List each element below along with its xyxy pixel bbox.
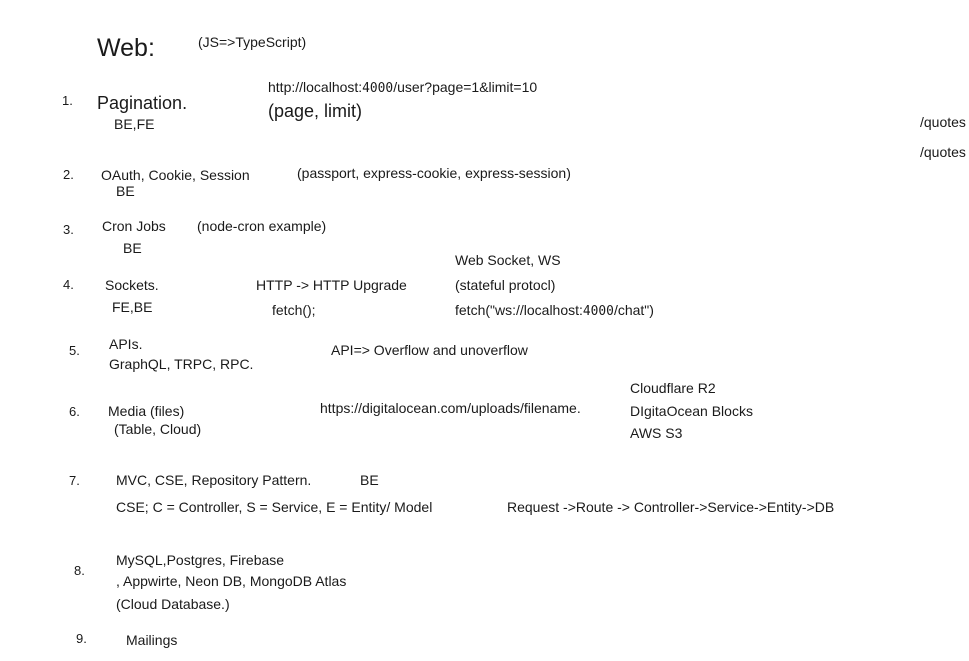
item-number: 6.	[69, 404, 80, 419]
item-tags: BE	[360, 472, 379, 488]
pagination-params: (page, limit)	[268, 101, 363, 121]
item-title-sockets: Sockets.	[105, 277, 159, 293]
fetch-note: fetch();	[272, 302, 316, 318]
item-number: 7.	[69, 473, 80, 488]
media-url: https://digitalocean.com/uploads/filenam…	[320, 400, 581, 416]
database-line: , Appwirte, Neon DB, MongoDB Atlas	[116, 573, 347, 589]
ws-note: (stateful protocl)	[455, 277, 556, 293]
ws-title: Web Socket, WS	[455, 252, 561, 268]
item-tags: BE	[123, 240, 142, 256]
item-title-apis: APIs.	[109, 336, 143, 352]
item-number: 9.	[76, 631, 87, 646]
provider-item: DIgitaOcean Blocks	[630, 403, 753, 419]
provider-item: Cloudflare R2	[630, 380, 716, 396]
side-note-quotes-1: /quotes	[920, 114, 966, 130]
item-title-mailings: Mailings	[126, 632, 178, 648]
item-title-oauth: OAuth, Cookie, Session	[101, 167, 250, 183]
item-title-pagination: Pagination.	[97, 93, 188, 113]
item-tags: FE,BE	[112, 299, 153, 315]
cse-definition: CSE; C = Controller, S = Service, E = En…	[116, 499, 433, 515]
side-note-quotes-2: /quotes	[920, 144, 966, 160]
item-sub: GraphQL, TRPC, RPC.	[109, 356, 254, 372]
item-note: API=> Overflow and unoverflow	[331, 342, 528, 358]
http-upgrade-note: HTTP -> HTTP Upgrade	[256, 277, 407, 293]
item-title-media: Media (files)	[108, 403, 185, 419]
item-number: 1.	[62, 93, 73, 108]
item-number: 2.	[63, 167, 74, 182]
item-note: (node-cron example)	[197, 218, 327, 234]
item-number: 4.	[63, 277, 74, 292]
page-title: Web:	[97, 34, 155, 62]
request-flow: Request ->Route -> Controller->Service->…	[507, 499, 835, 515]
item-note: (passport, express-cookie, express-sessi…	[297, 165, 571, 181]
item-title-mvc: MVC, CSE, Repository Pattern.	[116, 472, 312, 488]
pagination-url: http://localhost:4000/user?page=1&limit=…	[268, 79, 538, 96]
item-number: 5.	[69, 343, 80, 358]
ws-fetch: fetch("ws://localhost:4000/chat")	[455, 302, 654, 319]
database-line: MySQL,Postgres, Firebase	[116, 552, 285, 568]
database-line: (Cloud Database.)	[116, 596, 230, 612]
item-number: 3.	[63, 222, 74, 237]
provider-item: AWS S3	[630, 425, 683, 441]
page-subtitle: (JS=>TypeScript)	[198, 34, 307, 50]
item-sub: (Table, Cloud)	[114, 421, 202, 437]
item-tags: BE	[116, 183, 135, 199]
item-number: 8.	[74, 563, 85, 578]
item-tags: BE,FE	[114, 116, 155, 132]
item-title-cron: Cron Jobs	[102, 218, 166, 234]
